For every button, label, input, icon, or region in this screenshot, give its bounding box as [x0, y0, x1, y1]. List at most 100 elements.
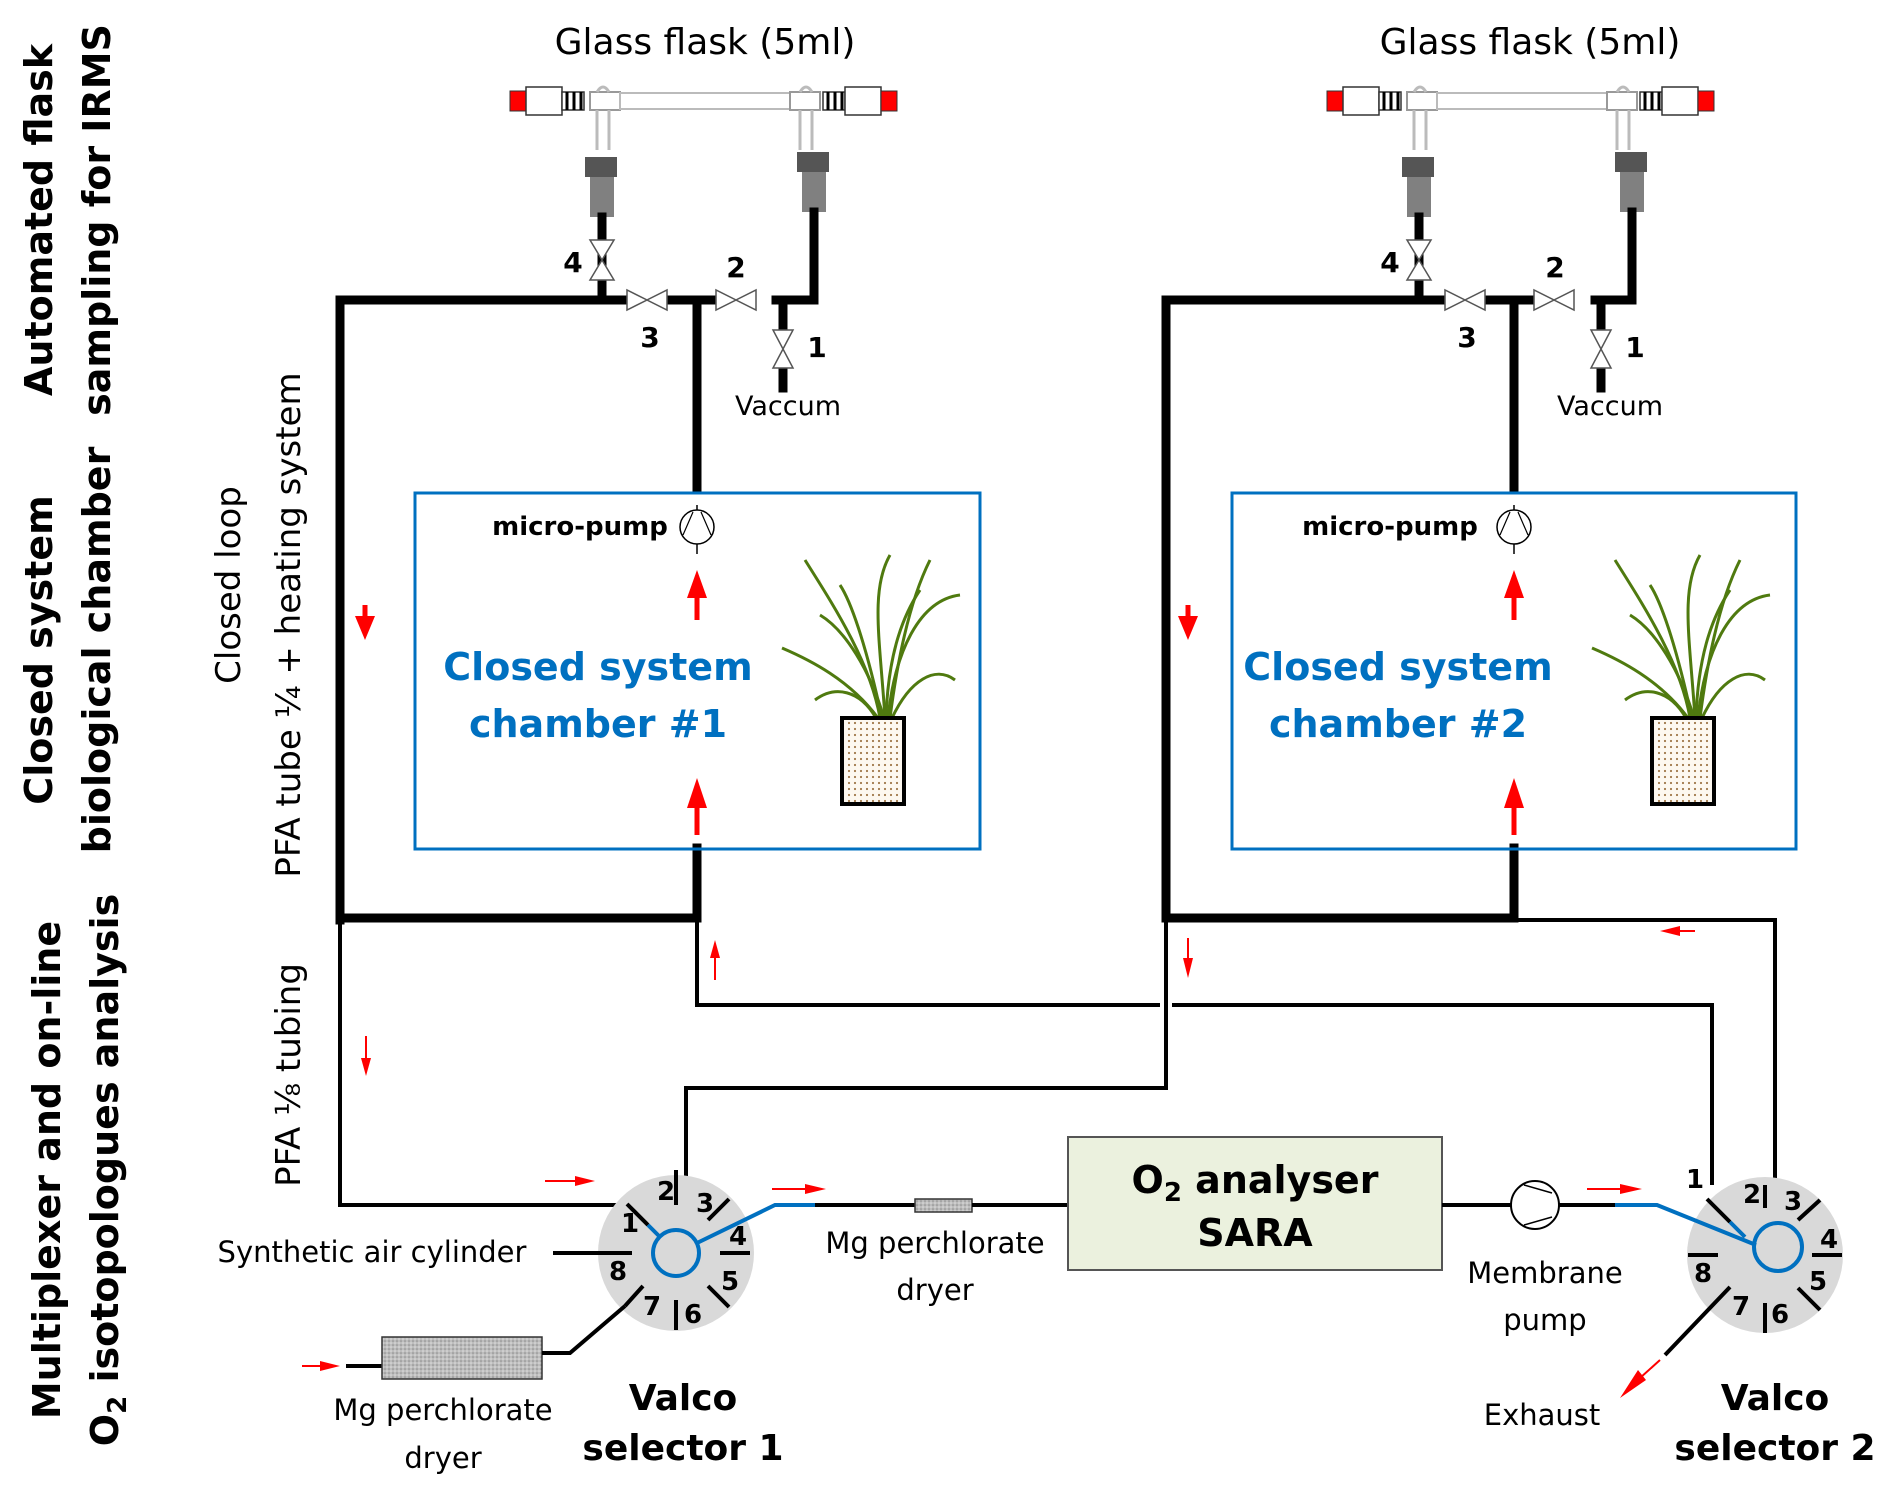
exhaust-label: Exhaust: [1484, 1398, 1601, 1432]
selector-2-port-7-label: 7: [1732, 1292, 1750, 1322]
section-label-flask-sampling: Automated flask sampling for IRMS: [17, 24, 119, 416]
tube-flask-right: [1590, 207, 1637, 305]
flask-connector-cap: [1402, 157, 1434, 177]
section-label-flask-line2: sampling for IRMS: [75, 24, 119, 416]
valve-label-3: 3: [1457, 321, 1476, 354]
plant-icon: [1591, 554, 1771, 806]
selector-2-port-5-label: 5: [1809, 1267, 1827, 1297]
valve-4[interactable]: [1405, 239, 1433, 281]
tube-loop-bottom: [335, 843, 702, 923]
vacuum-label-2: Vaccum: [1557, 391, 1663, 422]
tube-chamber1-return-a: [695, 920, 1160, 1007]
flask-connector-body: [802, 172, 826, 212]
flask-connector-body: [590, 177, 614, 217]
selector-1-port-7-label: 7: [643, 1292, 661, 1322]
valve-label-1: 1: [807, 331, 826, 364]
flow-arrow-right-icon: [545, 1176, 595, 1186]
flow-arrow-right-icon: [772, 1184, 826, 1194]
selector-1-title-line2: selector 1: [582, 1428, 783, 1469]
selector-2-port-3-label: 3: [1784, 1187, 1802, 1217]
synthetic-air-label: Synthetic air cylinder: [218, 1235, 527, 1269]
valve-4[interactable]: [588, 239, 616, 281]
valve-3[interactable]: [626, 288, 668, 312]
section-label-chamber-line2: biological chamber: [75, 446, 119, 853]
selector-1-port-2-label: 2: [657, 1177, 675, 1207]
selector-2-title-line2: selector 2: [1674, 1428, 1875, 1469]
tubing-label-pfa-eighth: PFA ⅛ tubing: [269, 963, 309, 1187]
tube-flask-right: [771, 207, 819, 305]
chamber-2-box: [1230, 491, 1798, 851]
section-label-chamber-line1: Closed system: [17, 495, 61, 804]
tube-loop-left: [1161, 295, 1450, 923]
section-label-biological-chamber: Closed system biological chamber: [17, 446, 119, 853]
section-label-multiplexer-line2: O2 isotopologues analysis: [83, 894, 133, 1446]
selector-2-title-line1: Valco: [1721, 1378, 1830, 1419]
flow-arrow-left-icon: [1660, 926, 1695, 936]
valve-3[interactable]: [1444, 288, 1486, 312]
flow-arrow-up-icon: [710, 940, 720, 980]
glass-flask-icon: [509, 85, 898, 150]
flow-arrow-right-icon: [1587, 1184, 1642, 1194]
tube-to-selector1-port1: [338, 920, 647, 1227]
thin-tubing-network: [338, 918, 1777, 1227]
chamber-1-title-line2: chamber #1: [469, 702, 727, 746]
flow-arrow-up-icon: [1504, 778, 1524, 835]
dryer-bottom-label-line1: Mg perchlorate: [333, 1393, 552, 1427]
flask-title-2: Glass flask (5ml): [1380, 22, 1681, 63]
flow-arrow-up-icon: [687, 570, 707, 620]
flask-unit-2: Glass flask (5ml): [1161, 22, 1798, 923]
dryer-bottom-icon: [381, 1336, 543, 1380]
flask-connector-cap: [797, 152, 829, 172]
selector-2-port-2-label: 2: [1743, 1180, 1761, 1210]
valve-label-1: 1: [1625, 331, 1644, 364]
micro-pump-label-2: micro-pump: [1302, 512, 1478, 542]
valve-label-3: 3: [640, 321, 659, 354]
selector-2-port-8-label: 8: [1694, 1259, 1712, 1289]
analyser-title-line2: SARA: [1197, 1211, 1313, 1255]
valve-1[interactable]: [1589, 329, 1613, 369]
dryer-bottom-label-line2: dryer: [404, 1441, 481, 1475]
flow-arrow-down-icon: [1178, 605, 1198, 640]
chamber-1-title-line1: Closed system: [443, 645, 752, 689]
chamber-2-title-line2: chamber #2: [1269, 702, 1527, 746]
micro-pump-icon[interactable]: [679, 505, 715, 554]
chamber-1-box: [413, 491, 982, 851]
selector-2-port-4-label: 4: [1820, 1225, 1838, 1255]
section-label-flask-line1: Automated flask: [17, 43, 61, 396]
selector-1-port-4-label: 4: [729, 1222, 747, 1252]
membrane-pump-label-line2: pump: [1503, 1303, 1586, 1337]
tube-chamber1-return-b: [1172, 1003, 1714, 1185]
selector-1-port-6-label: 6: [684, 1300, 702, 1330]
o2-analyser-sara[interactable]: O2 analyser SARA: [1067, 1136, 1443, 1271]
membrane-pump-icon[interactable]: [1510, 1180, 1560, 1230]
valco-selector-1[interactable]: 1 2 3 4 5 6 7 8: [598, 1170, 815, 1331]
valve-2[interactable]: [1533, 288, 1575, 312]
section-label-multiplexer-line1: Multiplexer and on-line: [25, 921, 69, 1419]
valve-label-2: 2: [1545, 251, 1564, 284]
micro-pump-icon[interactable]: [1496, 505, 1532, 554]
tubing-label-closed-loop: Closed loop: [209, 486, 249, 684]
valco-selector-2[interactable]: 1 2 3 4 5 6 7 8: [1615, 1165, 1843, 1357]
tube-loop-left: [335, 295, 632, 925]
tube-loop-bottom: [1161, 843, 1519, 923]
section-label-multiplexer: Multiplexer and on-line O2 isotopologues…: [25, 894, 133, 1446]
micro-pump-label-1: micro-pump: [492, 512, 668, 542]
tube-chamber2-to-selector1-port2: [684, 920, 1168, 1205]
selector-1-port-8-label: 8: [609, 1257, 627, 1287]
valve-label-2: 2: [726, 251, 745, 284]
valve-label-4: 4: [1380, 246, 1399, 279]
selector-1-rotor: [651, 1228, 701, 1278]
flow-arrow-up-icon: [1504, 570, 1524, 620]
dryer-mid-label-line1: Mg perchlorate: [825, 1226, 1044, 1260]
flow-arrow-exhaust-icon: [1620, 1359, 1661, 1398]
valve-1[interactable]: [771, 329, 795, 369]
tube-chamber2-return: [1514, 918, 1777, 1185]
membrane-pump-label-line1: Membrane: [1467, 1256, 1622, 1290]
valve-2[interactable]: [715, 288, 757, 312]
flask-connector-body: [1620, 172, 1644, 212]
selector-1-port-3-label: 3: [696, 1189, 714, 1219]
flask-connector-cap: [1615, 152, 1647, 172]
valve-label-4: 4: [563, 246, 582, 279]
analyser-box: [1067, 1136, 1443, 1271]
